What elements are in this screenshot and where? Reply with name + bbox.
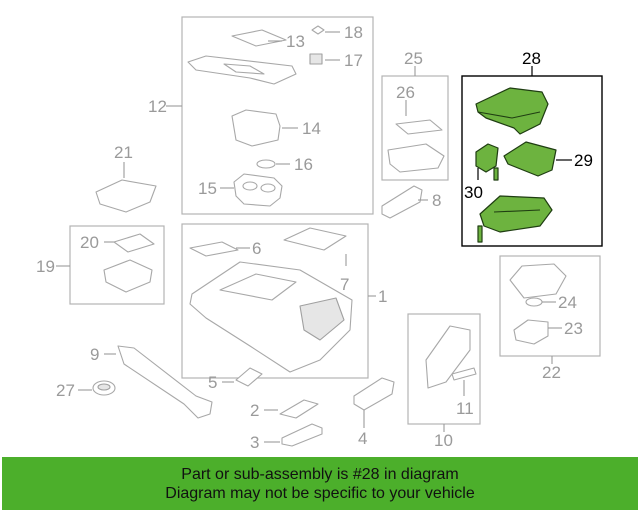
part-21[interactable]: [95, 179, 157, 213]
part-27-center: [97, 383, 111, 391]
group-box-12: [181, 16, 374, 215]
part-16[interactable]: [256, 159, 276, 169]
callout-19[interactable]: 19: [36, 257, 55, 276]
part-11[interactable]: [451, 367, 477, 381]
exploded-parts-diagram: 12 13 18 17 14 16 15 25 26: [36, 16, 603, 452]
group-box-1: [181, 223, 369, 379]
group-box-19: [69, 225, 165, 305]
callout-21[interactable]: 21: [114, 143, 133, 162]
callout-6[interactable]: 6: [252, 239, 261, 258]
callout-30[interactable]: 30: [464, 183, 483, 202]
part-25-tray[interactable]: [387, 143, 445, 173]
part-15[interactable]: [233, 173, 283, 207]
callout-3[interactable]: 3: [250, 433, 259, 452]
callout-15[interactable]: 15: [198, 179, 217, 198]
part-15-cup-a: [242, 181, 258, 191]
part-22-trim[interactable]: [509, 263, 567, 299]
part-20[interactable]: [113, 233, 155, 253]
part-10-panel[interactable]: [425, 325, 471, 389]
part-29[interactable]: [503, 141, 557, 177]
callout-4[interactable]: 4: [358, 429, 367, 448]
callout-10[interactable]: 10: [434, 431, 453, 450]
part-screw-lower: [477, 225, 483, 243]
part-7[interactable]: [283, 227, 347, 251]
part-26[interactable]: [395, 119, 443, 135]
callout-25[interactable]: 25: [404, 49, 423, 68]
part-13[interactable]: [231, 29, 287, 47]
callout-23[interactable]: 23: [564, 319, 583, 338]
banner-line-assembly: Part or sub-assembly is #28 in diagram: [181, 465, 459, 483]
group-box-22: [499, 255, 601, 357]
callout-18[interactable]: 18: [344, 23, 363, 42]
callout-20[interactable]: 20: [80, 233, 99, 252]
callout-14[interactable]: 14: [302, 119, 321, 138]
callout-11[interactable]: 11: [456, 399, 474, 418]
part-23[interactable]: [513, 319, 549, 345]
part-2[interactable]: [279, 399, 319, 419]
callout-27[interactable]: 27: [56, 381, 75, 400]
part-24[interactable]: [525, 297, 543, 307]
callout-7[interactable]: 7: [340, 275, 349, 294]
part-28-lid-edge: [477, 111, 541, 119]
part-28-armrest-lid[interactable]: [475, 87, 549, 135]
callout-5[interactable]: 5: [208, 373, 217, 392]
callout-24[interactable]: 24: [558, 293, 577, 312]
callout-8[interactable]: 8: [432, 191, 441, 210]
part-19-tray[interactable]: [103, 259, 153, 293]
callout-1[interactable]: 1: [378, 287, 387, 306]
callout-13[interactable]: 13: [286, 32, 305, 51]
callout-12[interactable]: 12: [148, 97, 167, 116]
callout-22[interactable]: 22: [542, 363, 561, 382]
part-15-cup-b: [260, 183, 276, 193]
part-28-base[interactable]: [479, 195, 553, 233]
part-18[interactable]: [311, 25, 325, 35]
callout-9[interactable]: 9: [90, 345, 99, 364]
callout-29[interactable]: 29: [574, 151, 593, 170]
part-4[interactable]: [353, 377, 395, 411]
part-6[interactable]: [189, 241, 239, 257]
callout-26[interactable]: 26: [396, 83, 415, 102]
callout-17[interactable]: 17: [344, 51, 363, 70]
part-5[interactable]: [235, 367, 263, 387]
part-1-grid: [299, 297, 345, 341]
info-banner: Part or sub-assembly is #28 in diagram D…: [2, 457, 638, 510]
part-28-base-edge: [493, 209, 541, 213]
part-3[interactable]: [281, 423, 323, 447]
banner-line-disclaimer: Diagram may not be specific to your vehi…: [165, 484, 475, 502]
part-14[interactable]: [231, 109, 281, 147]
callout-16[interactable]: 16: [294, 155, 313, 174]
part-screw: [493, 167, 499, 181]
callout-28[interactable]: 28: [522, 49, 541, 68]
callout-2[interactable]: 2: [250, 401, 259, 420]
part-1-compartment: [219, 273, 297, 301]
part-console-top-opening: [223, 63, 265, 75]
part-30[interactable]: [475, 143, 499, 173]
part-8[interactable]: [381, 185, 423, 219]
part-17[interactable]: [309, 53, 323, 65]
part-9[interactable]: [117, 345, 213, 419]
